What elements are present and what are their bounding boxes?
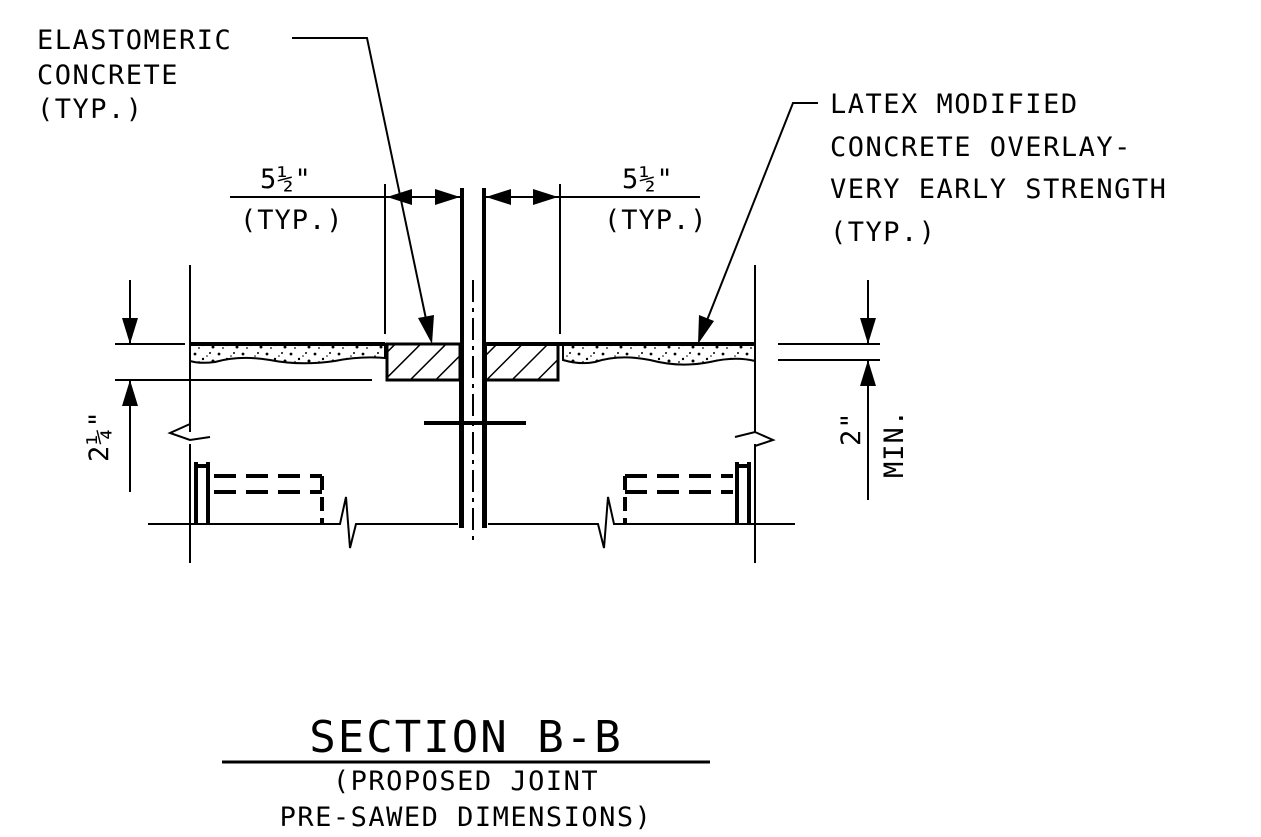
svg-text:(TYP.): (TYP.) (37, 94, 144, 125)
svg-text:PRE-SAWED DIMENSIONS): PRE-SAWED DIMENSIONS) (280, 802, 653, 833)
leader-elastomeric (292, 37, 434, 344)
elastomeric-block-right (483, 342, 560, 382)
svg-text:CONCRETE: CONCRETE (37, 60, 179, 91)
dim-label-left: 5½" (TYP.) (240, 164, 344, 236)
svg-text:MIN.: MIN. (879, 409, 910, 478)
reinforcement-left (194, 462, 324, 524)
dimension-width-right (486, 189, 700, 205)
svg-text:5½": 5½" (260, 164, 312, 195)
latex-overlay-left (189, 343, 386, 365)
dim-label-overlay-min: 2" MIN. (836, 409, 910, 478)
elastomeric-block-left (385, 342, 462, 382)
label-elastomeric-concrete: ELASTOMERIC CONCRETE (TYP.) (37, 25, 232, 125)
joint-plates (424, 188, 526, 540)
svg-text:LATEX MODIFIED: LATEX MODIFIED (830, 89, 1079, 120)
dimension-overlay-min (860, 280, 876, 500)
svg-text:CONCRETE OVERLAY-: CONCRETE OVERLAY- (830, 132, 1132, 163)
svg-text:(TYP.): (TYP.) (830, 217, 937, 248)
svg-text:(TYP.): (TYP.) (240, 205, 344, 236)
extension-lines (115, 184, 880, 563)
svg-text:2": 2" (836, 411, 867, 446)
dim-label-depth: 2¼" (84, 410, 115, 462)
section-title: SECTION B-B (PROPOSED JOINT PRE-SAWED DI… (222, 712, 710, 833)
reinforcement-right (623, 462, 751, 524)
svg-text:SECTION B-B: SECTION B-B (309, 712, 622, 763)
latex-overlay-right (562, 343, 756, 366)
label-latex-overlay: LATEX MODIFIED CONCRETE OVERLAY- VERY EA… (830, 89, 1167, 248)
svg-text:(TYP.): (TYP.) (604, 205, 708, 236)
dim-label-right: 5½" (TYP.) (604, 164, 708, 236)
leader-latex (698, 102, 818, 344)
svg-text:ELASTOMERIC: ELASTOMERIC (37, 25, 232, 56)
break-lines (148, 423, 795, 549)
svg-text:(PROPOSED JOINT: (PROPOSED JOINT (333, 766, 599, 797)
svg-text:VERY EARLY STRENGTH: VERY EARLY STRENGTH (830, 174, 1167, 205)
svg-text:5½": 5½" (622, 164, 674, 195)
dimension-depth (122, 280, 138, 492)
